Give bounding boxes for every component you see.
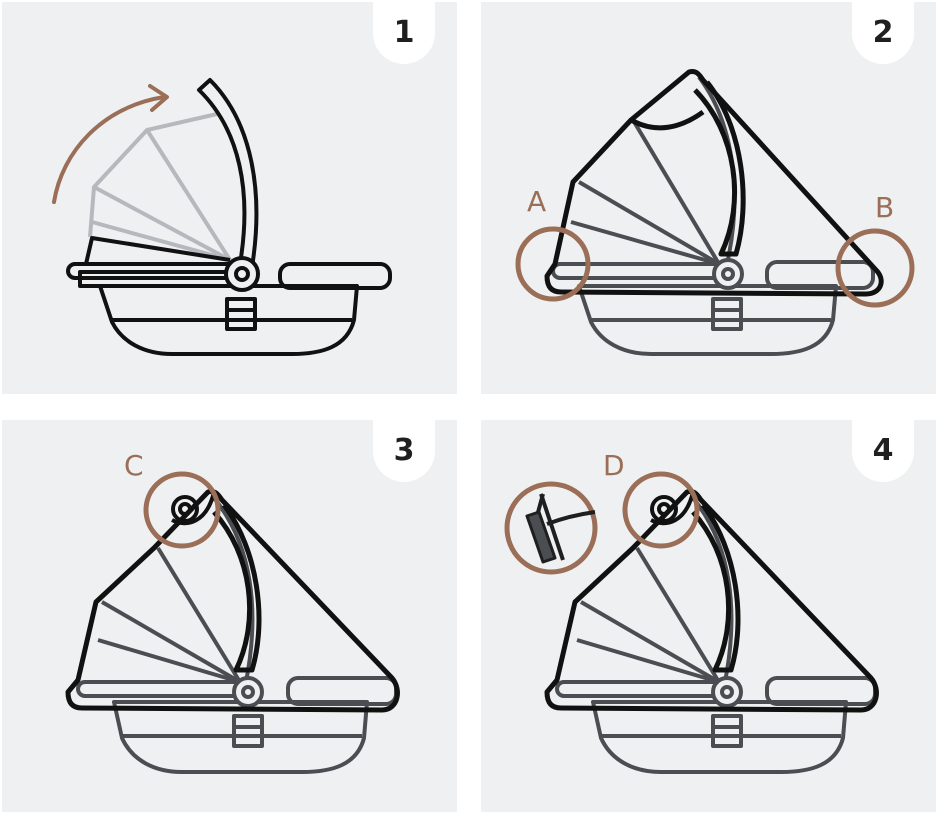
seat-shell	[66, 236, 392, 356]
canopy-ribs	[570, 118, 721, 266]
strap-detail-icon	[504, 481, 598, 575]
canopy-icon	[544, 69, 884, 297]
canopy-ribs	[576, 546, 721, 684]
car-seat-icon	[515, 69, 915, 356]
seat-handle	[197, 78, 260, 292]
rotation-arrow-icon	[52, 84, 169, 204]
seat-shell	[555, 496, 877, 774]
car-seat-icon	[504, 471, 879, 774]
highlight-circle-icon	[835, 228, 915, 308]
highlight-circle-icon	[515, 226, 591, 302]
label-b: B	[875, 191, 895, 224]
highlight-circle-icon	[143, 471, 221, 549]
step-badge-4: 4	[852, 420, 914, 482]
canopy-icon	[65, 489, 400, 713]
canopy-icon	[544, 489, 879, 713]
canopy-ribs	[97, 546, 242, 684]
adjust-knob	[171, 491, 216, 526]
step-badge-3: 3	[373, 420, 435, 482]
step-badge-1: 1	[373, 2, 435, 64]
label-d: D	[603, 449, 625, 482]
highlight-circle-icon	[622, 471, 700, 549]
step-panel-2: 2 A B	[481, 2, 936, 394]
step-panel-3: 3 C	[2, 420, 457, 812]
step-number: 2	[872, 15, 894, 50]
canopy-ghost	[88, 112, 232, 262]
step-panel-4: 4 D	[481, 420, 936, 812]
car-seat-icon	[65, 471, 400, 774]
car-seat-icon	[52, 78, 392, 356]
step-number: 1	[393, 15, 415, 50]
label-a: A	[527, 185, 547, 218]
label-c: C	[124, 449, 144, 482]
step-number: 4	[872, 433, 894, 468]
step-panel-1: 1	[2, 2, 457, 394]
adjust-knob	[650, 491, 695, 526]
step-badge-2: 2	[852, 2, 914, 64]
step-number: 3	[393, 433, 415, 468]
